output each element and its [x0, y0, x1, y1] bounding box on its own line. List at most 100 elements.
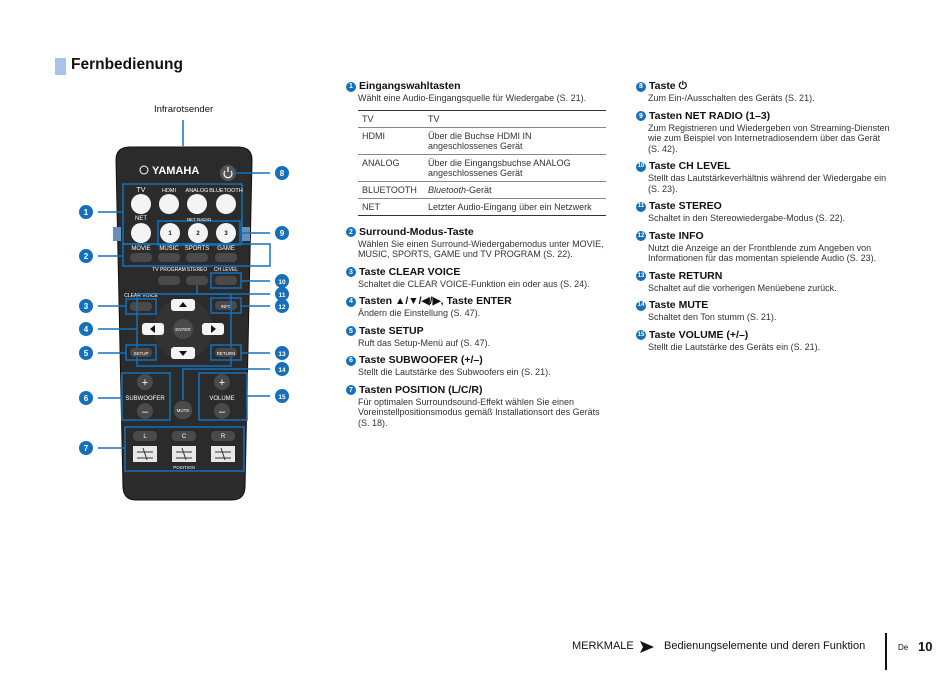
- svg-text:–: –: [219, 406, 226, 418]
- position-c-label: C: [182, 434, 187, 440]
- position-c-button[interactable]: [172, 431, 196, 441]
- position-label: POSITION: [173, 465, 195, 470]
- ch-level-label: CH LEVEL: [214, 267, 238, 273]
- svg-text:13: 13: [278, 351, 286, 358]
- callout-12: [275, 299, 289, 313]
- subwoofer-minus-button[interactable]: [137, 403, 153, 419]
- net-radio-1-label: 1: [168, 231, 172, 237]
- net-radio-1-button[interactable]: [160, 223, 180, 243]
- net-radio-2-button[interactable]: [188, 223, 208, 243]
- subwoofer-plus-button[interactable]: [137, 374, 153, 390]
- svg-text:–: –: [142, 406, 149, 418]
- svg-text:12: 12: [278, 304, 286, 311]
- tv-program-button[interactable]: [158, 276, 180, 285]
- tv-button[interactable]: [131, 194, 151, 214]
- up-arrow-icon: [179, 302, 187, 307]
- net-radio-2-label: 2: [196, 231, 200, 237]
- svg-text:6: 6: [84, 394, 89, 403]
- callout-4: [79, 322, 93, 336]
- callout-9: [275, 226, 289, 240]
- callout-6: [79, 391, 93, 405]
- hdmi-button[interactable]: [159, 194, 179, 214]
- mute-button[interactable]: [174, 401, 192, 419]
- item-number: 1: [346, 81, 356, 92]
- input-bluetooth-label: BLUETOOTH: [209, 188, 243, 194]
- brand-logo: YAMAHA: [152, 165, 199, 177]
- callout-5: [79, 346, 93, 360]
- return-button[interactable]: [215, 348, 237, 357]
- input-analog-label: ANALOG: [186, 188, 209, 194]
- bluetooth-button[interactable]: [216, 194, 236, 214]
- callout-7: [79, 441, 93, 455]
- item-title: Eingangswahltasten: [359, 80, 461, 92]
- enter-label: ENTER: [175, 327, 191, 332]
- net-button[interactable]: [131, 223, 151, 243]
- callout-8: [275, 166, 289, 180]
- position-r-label: R: [221, 434, 226, 440]
- ir-transmitter-label: Infrarotsender: [154, 104, 214, 115]
- svg-text:2: 2: [84, 252, 89, 261]
- callout-2: [79, 249, 93, 263]
- stereo-label: STEREO: [187, 267, 208, 273]
- mode-movie-label: MOVIE: [131, 246, 150, 252]
- svg-text:+: +: [142, 377, 148, 389]
- footer-divider: [885, 633, 887, 670]
- analog-button[interactable]: [187, 194, 207, 214]
- arrow-right-icon: [640, 641, 654, 653]
- enter-button[interactable]: [173, 319, 193, 339]
- setup-label: SETUP: [133, 351, 148, 356]
- power-button[interactable]: [220, 165, 236, 181]
- svg-text:5: 5: [84, 349, 89, 358]
- clear-voice-button[interactable]: [130, 302, 152, 311]
- volume-plus-button[interactable]: [214, 374, 230, 390]
- subwoofer-label: SUBWOOFER: [125, 396, 165, 402]
- info-label: INFO: [221, 304, 232, 309]
- left-arrow-icon: [150, 325, 155, 333]
- svg-text:9: 9: [280, 229, 285, 238]
- volume-minus-button[interactable]: [214, 403, 230, 419]
- ch-level-button[interactable]: [215, 276, 237, 285]
- stereo-button[interactable]: [186, 276, 208, 285]
- footer-language: De: [898, 643, 909, 652]
- sports-button[interactable]: [186, 253, 208, 262]
- page-title: Fernbedienung: [71, 56, 183, 73]
- net-radio-3-button[interactable]: [216, 223, 236, 243]
- volume-label: VOLUME: [209, 396, 234, 402]
- mute-label: MUTE: [177, 408, 190, 413]
- footer-section-link[interactable]: MERKMALE: [572, 640, 634, 652]
- music-button[interactable]: [158, 253, 180, 262]
- input-tv-label: TV: [137, 187, 146, 194]
- svg-text:1: 1: [84, 208, 89, 217]
- position-r-button[interactable]: [211, 431, 235, 441]
- game-button[interactable]: [215, 253, 237, 262]
- setup-button[interactable]: [130, 348, 152, 357]
- tv-program-label: TV PROGRAM: [152, 267, 186, 273]
- callout-15: [275, 389, 289, 403]
- callout-1: [79, 205, 93, 219]
- position-l-button[interactable]: [133, 431, 157, 441]
- svg-text:10: 10: [278, 279, 286, 286]
- clear-voice-label: CLEAR VOICE: [124, 293, 158, 299]
- mode-sports-label: SPORTS: [185, 246, 210, 252]
- movie-button[interactable]: [130, 253, 152, 262]
- callout-13: [275, 346, 289, 360]
- net-radio-3-label: 3: [224, 231, 228, 237]
- svg-text:7: 7: [84, 444, 89, 453]
- input-hdmi-label: HDMI: [162, 188, 177, 194]
- callout-10: [275, 274, 289, 288]
